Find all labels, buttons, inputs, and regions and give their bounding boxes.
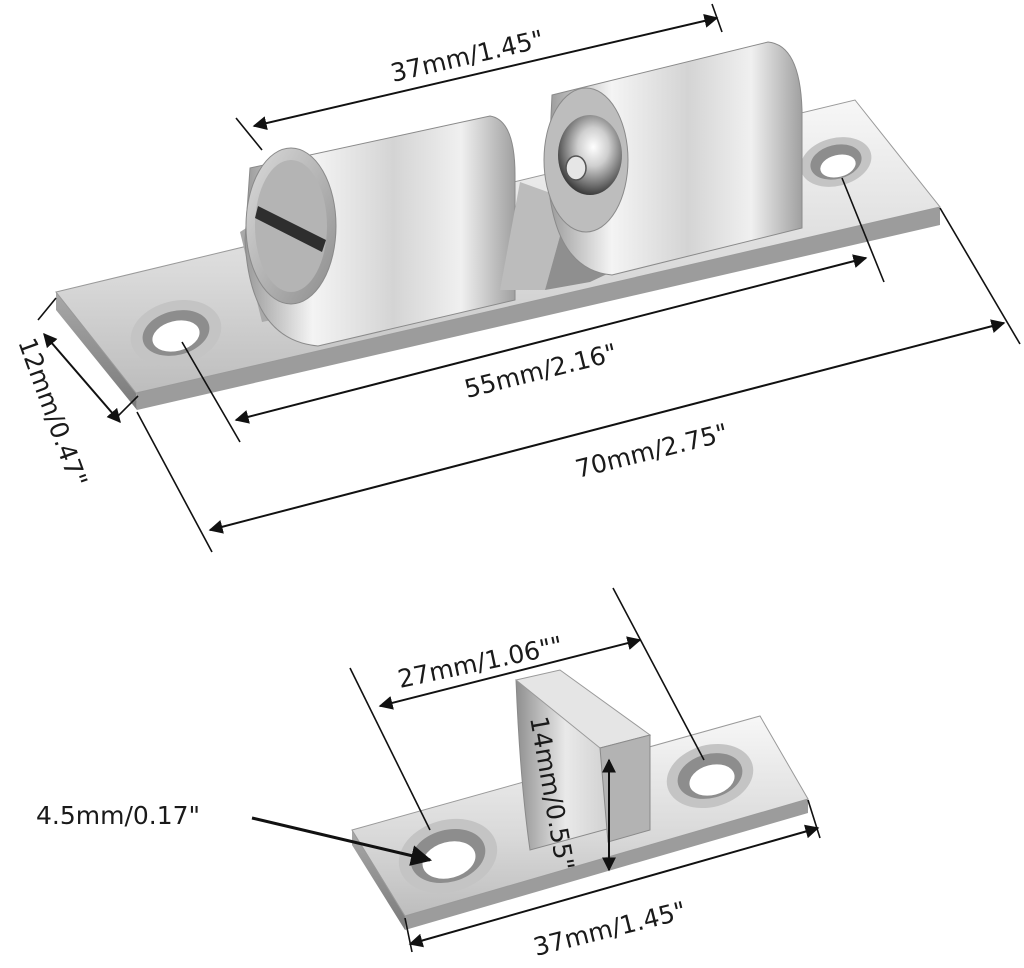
catch-left-roller-slot (255, 206, 326, 252)
catch-ball-bearing (558, 115, 622, 195)
plate-length-label: 37mm/1.45" (530, 896, 688, 962)
roller-span-label: 37mm/1.45" (388, 24, 547, 87)
hole-diameter-label: 4.5mm/0.17" (36, 801, 200, 830)
width-label: 12mm/0.47" (12, 334, 93, 491)
strike-right-mount-hole (666, 743, 754, 809)
catch-left-mount-hole (130, 300, 222, 366)
overall-length-label: 70mm/2.75" (572, 418, 730, 484)
strike-dimension-lines (251, 587, 821, 953)
catch-dimension-lines (37, 3, 1021, 553)
strike-plate-illustration (351, 669, 809, 930)
catch-right-mount-hole (800, 137, 872, 187)
strike-plate-edge (352, 830, 405, 930)
hole-spacing-label: 55mm/2.16" (461, 338, 619, 404)
